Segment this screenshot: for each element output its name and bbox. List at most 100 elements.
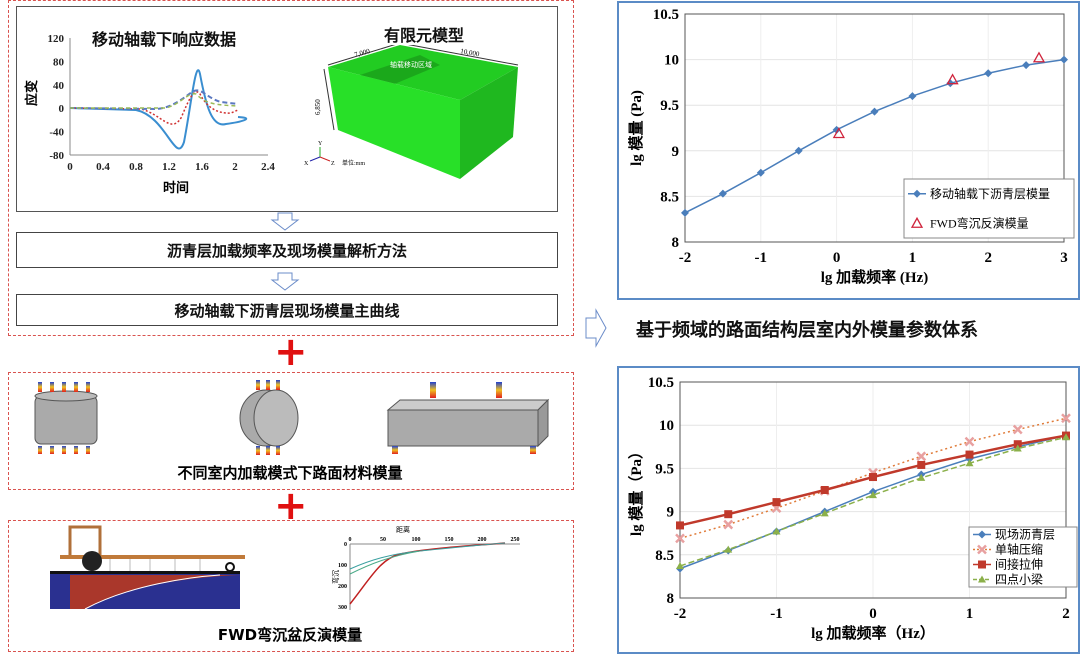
lab-test-panel <box>8 372 574 490</box>
data-point <box>978 530 986 539</box>
fwd-caption: FWD弯沉盆反演模量 <box>217 626 363 644</box>
lab-specimens-illustration <box>34 380 550 455</box>
deflection-ytick: 100 <box>338 563 347 569</box>
deflection-xtick: 250 <box>511 537 520 543</box>
svg-text:Z: Z <box>331 161 335 167</box>
data-point <box>832 127 845 139</box>
x-tick-label: 2 <box>984 250 992 266</box>
legend-label: 单轴压缩 <box>995 542 1043 557</box>
y-tick-label: 8 <box>672 235 680 251</box>
x-axis-label: lg 加载频率 (Hz) <box>821 268 928 286</box>
data-point <box>916 451 927 462</box>
strain-xlabel: 时间 <box>163 180 189 195</box>
deflection-ylabel: 弯沉 <box>331 570 340 584</box>
plot-frame <box>679 381 1067 599</box>
strain-curve-solid <box>69 69 248 150</box>
y-tick-label: 8.5 <box>660 189 679 205</box>
y-tick-label: 8.5 <box>655 548 674 564</box>
data-point <box>1061 413 1071 424</box>
strain-ytick: 0 <box>59 103 65 115</box>
fe-unit-label: 单位:mm <box>342 159 365 167</box>
data-point <box>676 521 684 530</box>
x-tick-label: -1 <box>770 606 783 622</box>
data-point <box>965 459 974 467</box>
y-axis-label: lg 模量 (Pa) <box>627 90 645 166</box>
data-point <box>978 575 986 583</box>
data-point <box>718 189 727 198</box>
data-point <box>946 73 959 85</box>
fe-dim-height: 6,850 <box>314 99 322 115</box>
right-arrow-icon <box>585 308 607 348</box>
legend-label: 移动轴载下沥青层模量 <box>930 186 1050 201</box>
series-FWD弯沉反演模量 <box>832 51 1046 139</box>
data-point <box>965 450 974 459</box>
indirect-tension-specimen <box>239 380 299 455</box>
down-arrow-icon <box>270 272 300 291</box>
down-arrow-icon <box>270 212 300 231</box>
fe-dim-width: 7,000 <box>353 47 371 59</box>
strain-xtick: 0.8 <box>129 161 143 173</box>
x-tick-label: 3 <box>1060 250 1068 266</box>
strain-xtick: 2.4 <box>261 161 275 173</box>
fe-dim-length: 10,000 <box>460 47 481 58</box>
strain-xtick: 1.2 <box>162 161 176 173</box>
data-point <box>917 460 926 469</box>
data-point <box>756 168 765 177</box>
data-point <box>681 208 689 217</box>
data-point <box>869 491 877 499</box>
uniaxial-cylinder-specimen <box>34 382 98 454</box>
x-axis-label: lg 加载频率（Hz） <box>811 624 935 642</box>
strain-ylabel: 应变 <box>24 80 39 106</box>
strain-ytick: 40 <box>53 80 65 92</box>
step-analysis-method: 沥青层加载频率及现场模量解析方法 <box>16 232 558 268</box>
plus-icon: + <box>274 483 308 529</box>
y-tick-label: 10.5 <box>653 7 679 23</box>
data-point <box>965 454 974 463</box>
data-point <box>917 473 926 481</box>
system-title: 基于频域的路面结构层室内外模量参数体系 <box>636 320 978 341</box>
data-point <box>1032 51 1046 63</box>
data-point <box>984 69 993 78</box>
strain-xtick: 1.6 <box>195 161 209 173</box>
series-移动轴载下沥青层模量 <box>681 55 1068 217</box>
deflection-xtick: 100 <box>412 537 421 543</box>
x-tick-label: 2 <box>1062 606 1070 622</box>
series-四点小梁 <box>676 433 1070 570</box>
data-point <box>675 533 685 544</box>
data-point <box>724 510 733 519</box>
x-tick-label: -2 <box>674 606 687 622</box>
step-master-curve: 移动轴载下沥青层现场模量主曲线 <box>16 294 558 326</box>
plot-frame <box>684 13 1065 243</box>
data-point <box>820 486 829 494</box>
y-tick-label: 10.5 <box>648 375 674 391</box>
fwd-panel <box>8 520 574 652</box>
x-tick-label: 1 <box>909 250 917 266</box>
data-point <box>772 498 781 507</box>
data-point <box>1062 433 1070 441</box>
y-tick-label: 9.5 <box>655 461 674 477</box>
strain-xtick: 0 <box>67 161 73 173</box>
data-point <box>978 560 986 569</box>
svg-text:Y: Y <box>318 141 323 147</box>
data-point <box>723 519 734 530</box>
strain-xtick: 0.4 <box>96 161 110 173</box>
deflection-xtick: 0 <box>349 537 352 543</box>
x-tick-label: 0 <box>869 606 877 622</box>
strain-ytick: 120 <box>48 33 65 45</box>
deflection-ytick: 300 <box>338 605 347 611</box>
data-point <box>964 436 975 447</box>
y-tick-label: 8 <box>667 591 675 607</box>
data-point <box>676 562 684 570</box>
strain-ytick: 80 <box>53 56 65 68</box>
fwd-device-illustration <box>50 525 245 610</box>
data-point <box>1013 444 1022 452</box>
y-tick-label: 9 <box>667 505 675 521</box>
